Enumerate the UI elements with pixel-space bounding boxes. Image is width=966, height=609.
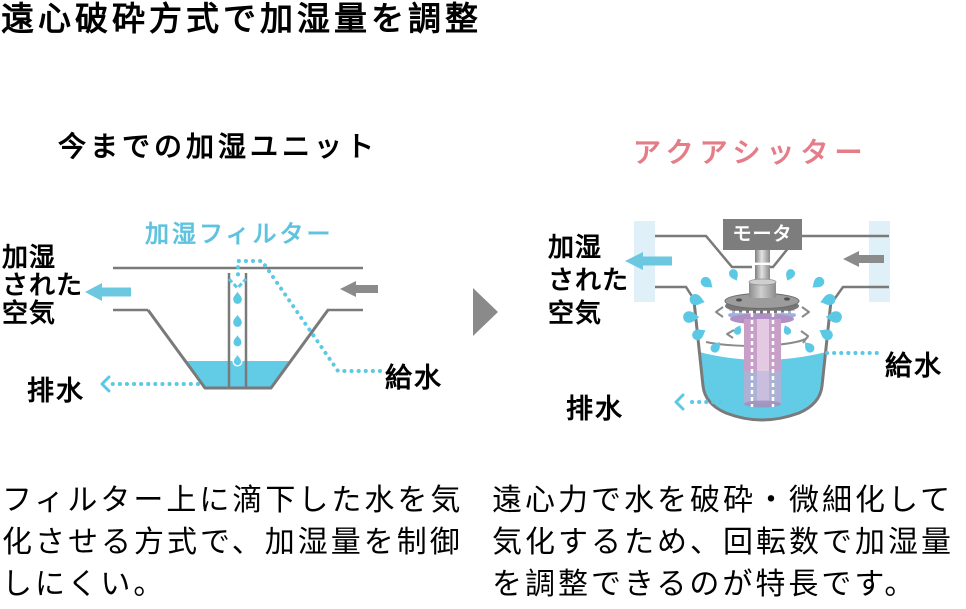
water-in-chevron-icon	[227, 277, 248, 291]
air-intake-arrow-icon	[843, 251, 884, 267]
left-panel-heading: 今までの加湿ユニット	[58, 131, 379, 162]
duct-lower-right	[831, 285, 889, 302]
filter-label: 加湿フィルター	[145, 221, 334, 248]
page-title: 遠心破砕方式で加湿量を調整	[1, 0, 482, 37]
left-drain-label: 排水	[27, 376, 85, 406]
right-drain-label: 排水	[566, 394, 624, 424]
basin-water	[184, 361, 291, 388]
bolt-hole-icon	[736, 298, 742, 302]
left-humidified-air-label: 加湿 された 空気	[2, 242, 84, 328]
left-panel-description: フィルター上に滴下した水を気 化させる方式で、加湿量を制御 しにくい。	[2, 484, 464, 601]
conventional-unit-diagram	[85, 259, 382, 393]
drain-arrowhead-icon	[674, 393, 685, 411]
collar-top	[748, 278, 777, 286]
filter-column-walls	[227, 273, 248, 388]
spinner-tube-bottom	[744, 400, 781, 408]
motor-shaft	[755, 250, 770, 284]
right-humidified-air-label: 加湿 された 空気	[548, 232, 630, 328]
rotation-arrowhead-icon	[726, 329, 735, 339]
motor-label: モーター	[723, 219, 802, 276]
basin-outline	[146, 309, 330, 390]
right-panel-heading: アクアシッター	[633, 137, 869, 168]
suction-dotted-lines	[750, 313, 775, 407]
right-panel-description: 遠心力で水を破砕・微細化して 気化するため、回転数で加湿量 を調整できるのが特長…	[492, 484, 954, 601]
spray-left-arrowhead-icon	[715, 306, 724, 318]
transition-arrow-icon	[473, 288, 498, 336]
supply-water-dotted-line	[236, 259, 382, 373]
humidified-air-arrow-icon	[85, 283, 131, 301]
bolt-hole-icon	[784, 297, 790, 301]
bowl-outline	[692, 300, 833, 422]
aqua-sitter-diagram	[625, 221, 890, 422]
rotation-arrowhead-icon	[800, 330, 809, 344]
duct-upper-left	[655, 234, 752, 269]
spinner-tube-submerged-highlight	[757, 371, 769, 404]
air-intake-arrow-icon	[340, 281, 378, 297]
left-supply-label: 給水	[385, 363, 443, 393]
drain-arrowhead-icon	[100, 375, 111, 393]
right-supply-label: 給水	[885, 351, 943, 381]
shaft-collar	[749, 282, 776, 298]
spinner-tube-highlight	[757, 319, 769, 371]
spray-right-arrowhead-icon	[801, 306, 810, 318]
humidified-air-arrow-icon	[625, 252, 672, 270]
duct-lower-left	[655, 285, 697, 302]
